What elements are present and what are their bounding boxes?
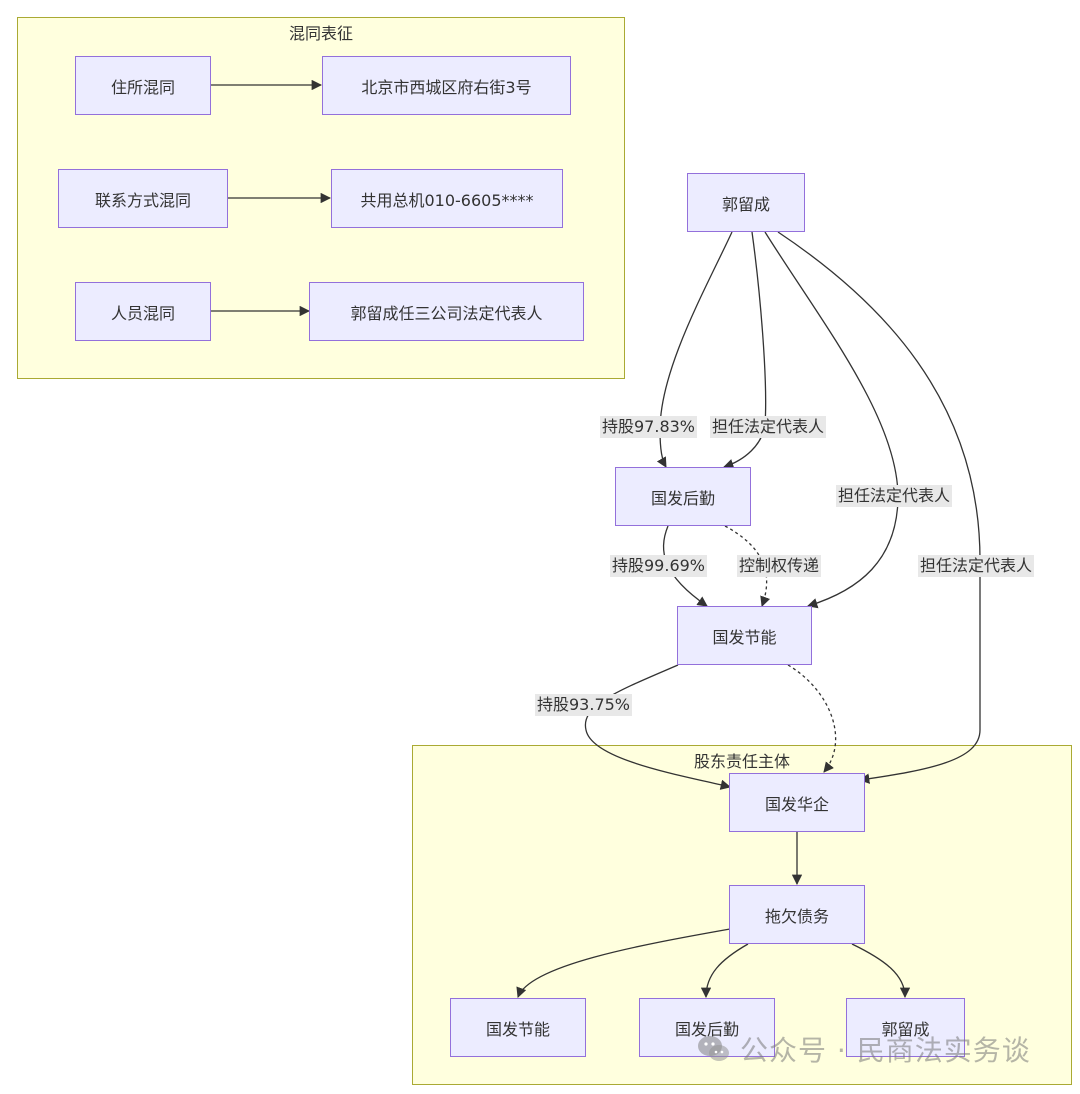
edge-gfjn-corp-dotted <box>787 664 837 773</box>
node-contact-mix: 联系方式混同 <box>58 169 228 228</box>
edge-label-legal-rep-3: 担任法定代表人 <box>918 555 1035 577</box>
wechat-icon <box>698 1036 729 1061</box>
edge-guo-gfhq-corp-legal <box>777 231 981 784</box>
edge-label-control-pass: 控制权传递 <box>737 555 822 577</box>
node-gfhq-mid: 国发后勤 <box>615 467 751 526</box>
edge-label-hold-9783: 持股97.83% <box>600 416 698 438</box>
edge-label-legal-rep-2: 担任法定代表人 <box>836 485 953 507</box>
watermark: 公众号 · 民商法实务谈 <box>696 1029 1031 1069</box>
node-address: 北京市西城区府右街3号 <box>322 56 571 115</box>
edge-debt-gfhq <box>700 943 749 999</box>
node-gfjn-mid: 国发节能 <box>677 606 812 665</box>
node-guo-top: 郭留成 <box>687 173 805 232</box>
node-guo-bottom: 郭留成 <box>846 998 965 1057</box>
node-phone: 共用总机010-6605**** <box>331 169 563 228</box>
watermark-text: 公众号 · 民商法实务谈 <box>740 1034 1031 1067</box>
edge-gfjn-corp-hold <box>584 664 732 790</box>
node-residence-mix: 住所混同 <box>75 56 211 115</box>
cluster-liability-title: 股东责任主体 <box>693 752 790 771</box>
edge-guo-gfhq-legal <box>723 231 767 469</box>
node-guo-legal-rep-three: 郭留成任三公司法定代表人 <box>309 282 584 341</box>
edge-debt-gfjn <box>516 928 731 998</box>
edge-guo-gfjn-legal <box>764 231 899 609</box>
edge-label-hold-9969: 持股99.69% <box>610 555 708 577</box>
node-gfhq-corp: 国发华企 <box>729 773 865 832</box>
edge-label-hold-9375: 持股93.75% <box>535 694 633 716</box>
edge-label-legal-rep-1: 担任法定代表人 <box>710 416 827 438</box>
cluster-mixing-title: 混同表征 <box>288 24 353 43</box>
node-debt: 拖欠债务 <box>729 885 865 944</box>
node-personnel-mix: 人员混同 <box>75 282 211 341</box>
edge-guo-gfhq-hold <box>656 231 733 468</box>
node-gfjn-bottom: 国发节能 <box>450 998 586 1057</box>
edge-debt-guo <box>851 943 911 999</box>
